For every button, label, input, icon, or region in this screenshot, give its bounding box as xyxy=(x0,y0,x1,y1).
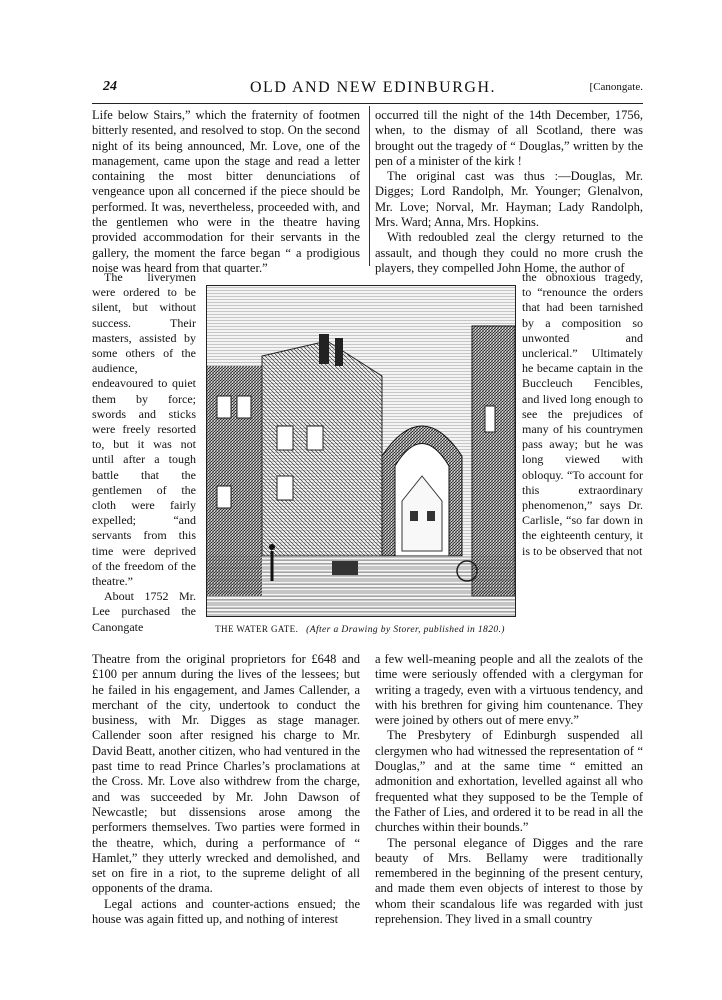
water-gate-illustration xyxy=(206,285,516,617)
right-column-top: occurred till the night of the 14th Dece… xyxy=(375,108,643,276)
right-wrap-text: the obnoxious tragedy, to “renounce the … xyxy=(522,270,643,559)
left-wrap-text: The liverymen were ordered to be silent,… xyxy=(92,270,196,635)
paragraph: About 1752 Mr. Lee purchased the Canonga… xyxy=(92,589,196,634)
paragraph: Theatre from the original proprietors fo… xyxy=(92,652,360,896)
right-column-bottom: a few well-meaning people and all the ze… xyxy=(375,652,643,927)
page-number: 24 xyxy=(103,79,117,94)
paragraph: The Presbytery of Edinburgh suspended al… xyxy=(375,728,643,835)
running-title: OLD AND NEW EDINBURGH. xyxy=(249,79,497,96)
paragraph: Life below Stairs,” which the fraternity… xyxy=(92,108,360,275)
paragraph: occurred till the night of the 14th Dece… xyxy=(375,108,643,168)
left-column-bottom: Theatre from the original proprietors fo… xyxy=(92,652,360,927)
paragraph: the obnoxious tragedy, to “renounce the … xyxy=(522,270,643,558)
caption-title: THE WATER GATE. xyxy=(215,624,299,634)
paragraph: The personal elegance of Digges and the … xyxy=(375,835,643,927)
paragraph: The liverymen were ordered to be silent,… xyxy=(92,270,196,589)
paragraph: The original cast was thus :—Douglas, Mr… xyxy=(375,169,643,230)
paragraph: a few well-meaning people and all the ze… xyxy=(375,652,643,728)
paragraph: Legal actions and counter-actions ensued… xyxy=(92,896,360,927)
caption-note: (After a Drawing by Storer, published in… xyxy=(306,625,505,635)
running-header: 24 OLD AND NEW EDINBURGH. [Canongate. xyxy=(103,79,643,99)
column-divider xyxy=(369,106,370,266)
paragraph: With redoubled zeal the clergy returned … xyxy=(375,230,643,275)
section-label: [Canongate. xyxy=(589,81,643,93)
header-rule xyxy=(92,103,643,104)
figure-caption: THE WATER GATE. (After a Drawing by Stor… xyxy=(206,624,514,635)
left-column-top: Life below Stairs,” which the fraternity… xyxy=(92,108,360,276)
